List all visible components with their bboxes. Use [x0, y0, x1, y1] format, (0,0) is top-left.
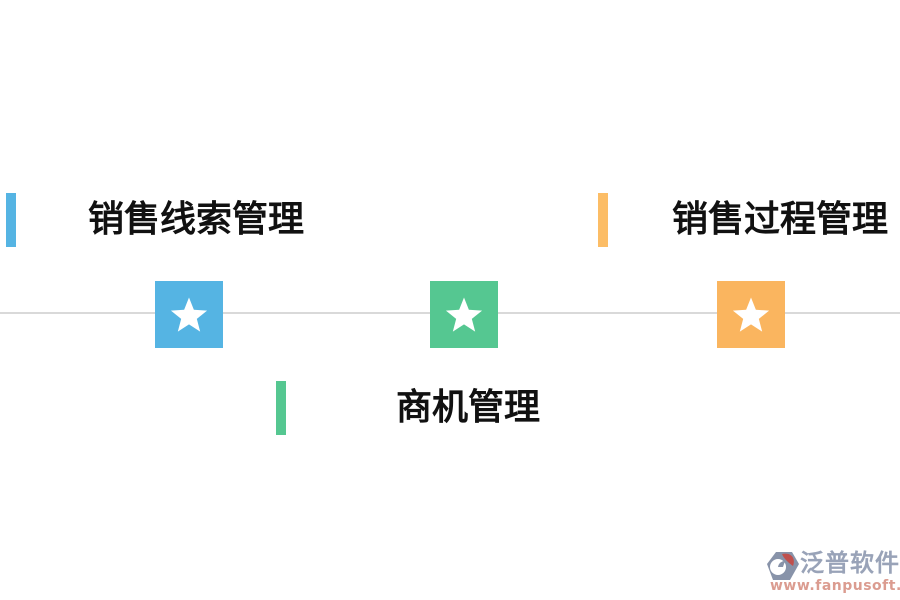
watermark-brand: 泛普软件	[800, 549, 900, 577]
milestone-tile-sales-leads	[155, 281, 223, 348]
section-label-opportunity: 商机管理	[396, 387, 541, 428]
star-icon	[445, 297, 483, 332]
accent-bar-opportunity	[276, 381, 286, 435]
accent-bar-sales-process	[598, 193, 608, 247]
star-icon	[170, 297, 208, 332]
section-label-sales-process: 销售过程管理	[672, 199, 889, 240]
watermark-url: www.fanpusoft.com	[770, 578, 900, 594]
section-label-sales-leads: 销售线索管理	[88, 199, 305, 240]
milestone-tile-opportunity	[430, 281, 498, 348]
milestone-tile-sales-process	[717, 281, 785, 348]
accent-bar-sales-leads	[6, 193, 16, 247]
star-icon	[732, 297, 770, 332]
fanpu-logo-icon	[767, 552, 799, 580]
